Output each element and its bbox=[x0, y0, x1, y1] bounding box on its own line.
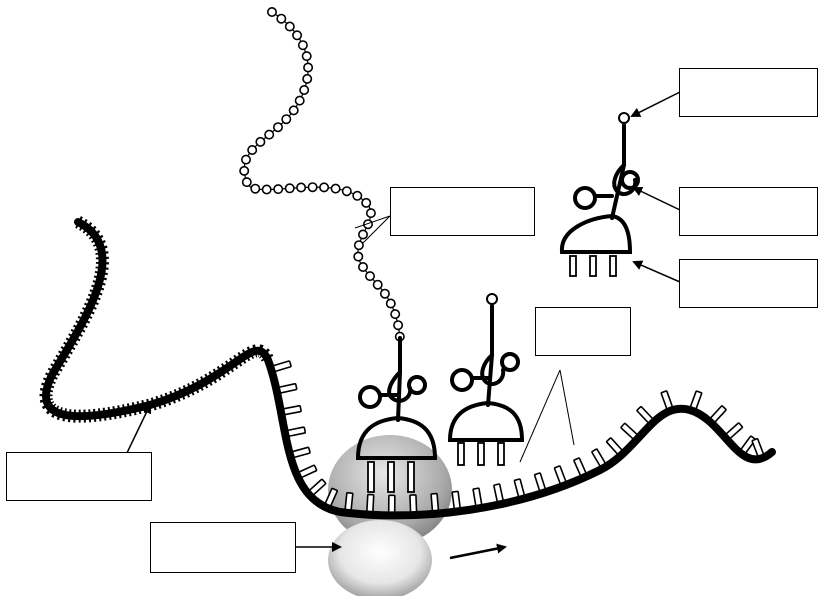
amino-acid-bead bbox=[292, 30, 303, 41]
amino-acid-bead bbox=[352, 190, 363, 201]
amino-acid-bead bbox=[365, 208, 376, 219]
amino-acid-bead bbox=[364, 271, 375, 282]
amino-acid-bead bbox=[330, 183, 341, 194]
amino-acid-bead bbox=[247, 145, 258, 156]
label-box-anticodon-loop[interactable] bbox=[679, 187, 818, 236]
trna-entering bbox=[447, 293, 525, 442]
amino-acid-bead bbox=[273, 184, 284, 195]
amino-acid-bead bbox=[393, 320, 404, 331]
pointer-codon-left bbox=[519, 369, 561, 463]
trna-free bbox=[559, 112, 640, 254]
amino-acid-bead bbox=[241, 177, 252, 188]
amino-acid-bead bbox=[288, 105, 299, 116]
arrow-anticodon bbox=[632, 260, 681, 283]
label-box-anticodon[interactable] bbox=[679, 259, 818, 308]
polypeptide-chain bbox=[239, 7, 405, 342]
amino-acid-bead bbox=[357, 229, 368, 240]
ribosome-large-subunit bbox=[328, 520, 432, 596]
codon-tooth bbox=[451, 490, 462, 511]
label-box-codons[interactable] bbox=[535, 307, 631, 356]
amino-acid-bead bbox=[353, 240, 364, 251]
amino-acid-bead bbox=[341, 186, 352, 197]
label-box-ribosome[interactable] bbox=[150, 522, 296, 573]
amino-acid-bead bbox=[319, 182, 330, 193]
amino-acid-bead bbox=[357, 261, 368, 272]
label-box-mrna[interactable] bbox=[6, 452, 152, 501]
amino-acid-bead bbox=[241, 154, 252, 165]
amino-acid-bead bbox=[255, 136, 266, 147]
amino-acid-bead bbox=[362, 219, 373, 230]
amino-acid-bead bbox=[284, 183, 295, 194]
trna-entering-anticodon bbox=[457, 442, 505, 466]
arrow-mrna bbox=[125, 403, 152, 456]
mrna-codon-teeth bbox=[271, 360, 765, 515]
amino-acid-bead bbox=[353, 251, 364, 262]
direction-arrow bbox=[449, 543, 507, 560]
amino-acid-bead bbox=[390, 309, 401, 320]
amino-acid-bead bbox=[297, 40, 308, 51]
codon-tooth bbox=[387, 494, 396, 515]
amino-acid-bead bbox=[250, 183, 261, 194]
label-box-peptide-bond[interactable] bbox=[390, 187, 535, 236]
amino-acid-bead bbox=[296, 182, 307, 193]
pointer-codon-right bbox=[559, 369, 575, 446]
amino-acid-bead bbox=[276, 13, 287, 24]
pointer-peptide bbox=[361, 215, 391, 245]
codon-tooth bbox=[366, 493, 375, 514]
mrna-tail-texture bbox=[39, 216, 274, 423]
amino-acid-bead bbox=[264, 129, 275, 140]
trna-in-ribosome-anticodon bbox=[367, 461, 415, 493]
amino-acid-bead bbox=[307, 182, 318, 193]
arrow-anticodon-loop bbox=[632, 186, 681, 211]
amino-acid-bead bbox=[299, 85, 310, 96]
amino-acid-bead bbox=[302, 73, 313, 84]
codon-tooth bbox=[344, 491, 354, 512]
amino-acid-bead bbox=[294, 95, 305, 106]
ribosome-clip bbox=[432, 566, 492, 596]
amino-acid-bead bbox=[266, 7, 277, 17]
amino-acid-bead bbox=[385, 298, 396, 309]
codon-tooth bbox=[409, 494, 418, 514]
pointer-peptide-2 bbox=[354, 215, 391, 229]
amino-acid-bead bbox=[281, 114, 292, 125]
codon-tooth bbox=[430, 492, 440, 513]
amino-acid-bead bbox=[361, 197, 372, 208]
amino-acid-bead bbox=[284, 21, 295, 32]
trna-in-ribosome bbox=[355, 336, 438, 460]
label-box-amino-acid[interactable] bbox=[679, 68, 818, 117]
amino-acid-bead bbox=[261, 184, 272, 195]
trna-free-anticodon bbox=[569, 255, 617, 277]
amino-acid-bead bbox=[372, 279, 383, 290]
mrna-strand bbox=[42, 218, 776, 520]
amino-acid-bead bbox=[379, 288, 390, 299]
amino-acid-bead bbox=[272, 122, 283, 133]
amino-acid-bead bbox=[239, 165, 250, 176]
arrow-amino-acid bbox=[630, 91, 681, 117]
amino-acid-bead bbox=[301, 51, 312, 62]
amino-acid-bead bbox=[303, 62, 314, 73]
